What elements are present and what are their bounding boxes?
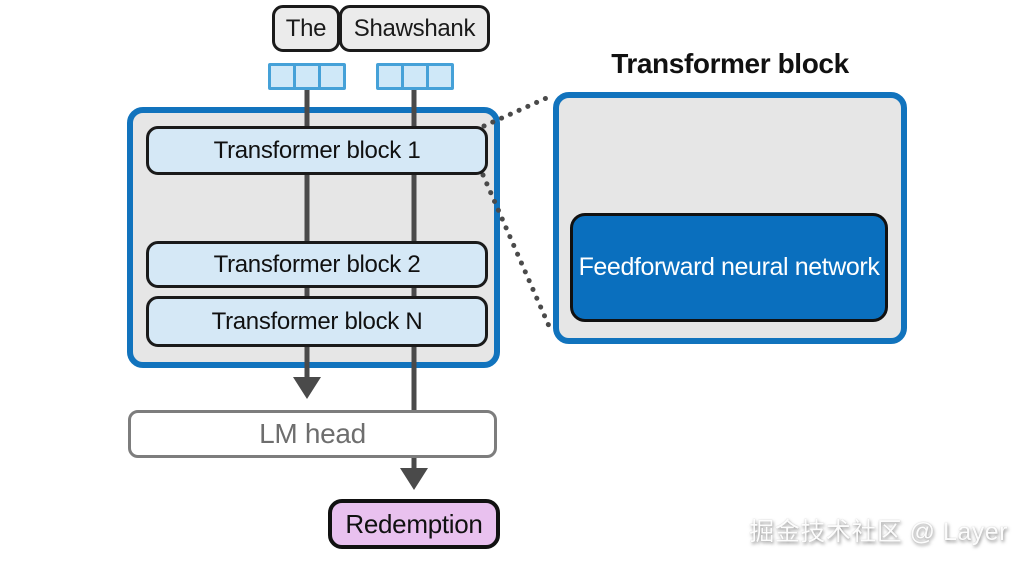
embedding-cell xyxy=(318,66,343,87)
feedforward-neural-network-box: Feedforward neural network xyxy=(570,213,888,322)
embedding-cell xyxy=(271,66,293,87)
arrowhead-left xyxy=(293,377,321,399)
watermark: 掘金技术社区 @ Layer xyxy=(749,518,1008,546)
transformer-block-1: Transformer block 1 xyxy=(146,126,488,175)
embedding-cell xyxy=(379,66,401,87)
transformer-block-n: Transformer block N xyxy=(146,296,488,347)
embedding-cell xyxy=(401,66,426,87)
embedding-cell xyxy=(293,66,318,87)
arrowhead-right xyxy=(400,468,428,490)
embedding-cell xyxy=(426,66,451,87)
input-token-the: The xyxy=(272,5,340,52)
output-token-redemption: Redemption xyxy=(328,499,500,549)
embedding-vector-the xyxy=(268,63,346,90)
lm-head-box: LM head xyxy=(128,410,497,458)
detail-panel-title: Transformer block xyxy=(611,48,849,79)
embedding-vector-shawshank xyxy=(376,63,454,90)
transformer-block-2: Transformer block 2 xyxy=(146,241,488,288)
input-token-shawshank: Shawshank xyxy=(339,5,490,52)
